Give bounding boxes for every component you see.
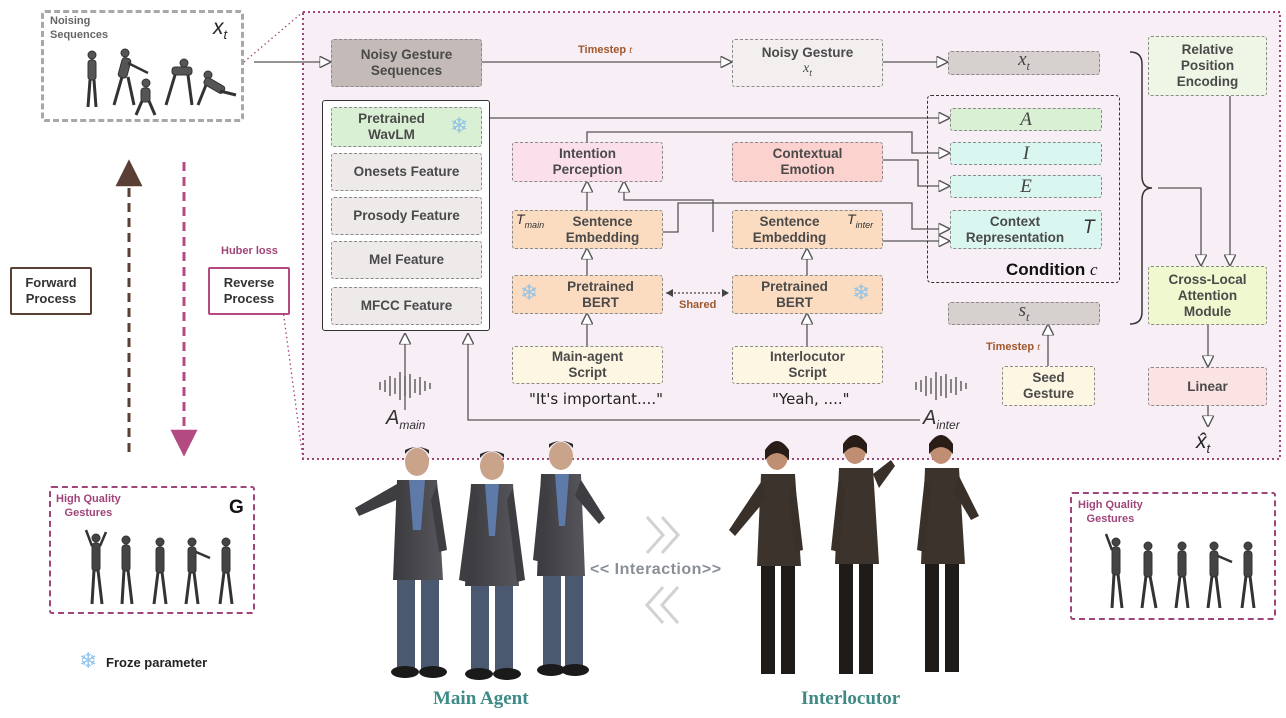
onsets-feature-box: Onesets Feature — [331, 153, 482, 191]
forward-process-box: Forward Process — [10, 267, 92, 315]
noising-sequences-label: Noising Sequences — [50, 15, 109, 41]
interaction-label: << Interaction>> — [590, 561, 722, 578]
snowflake-wavlm-icon: ❄ — [450, 114, 469, 139]
condition-e-bar: E — [950, 175, 1102, 198]
condition-t-label: T — [1083, 217, 1095, 238]
snowflake-bert-main-icon: ❄ — [520, 281, 539, 306]
condition-i-bar: I — [950, 142, 1102, 165]
relative-position-encoding-box: Relative Position Encoding — [1148, 36, 1267, 96]
a-inter-label: Ainter — [923, 407, 960, 432]
noisy-gesture-box: Noisy Gesture xt — [732, 39, 883, 87]
hq-gestures-right-label: High Quality Gestures — [1078, 499, 1143, 525]
froze-parameter-label: Froze parameter — [106, 655, 208, 670]
pretrained-bert-main-box: Pretrained BERT — [512, 275, 663, 314]
timestep-label-top: Timestep t — [578, 44, 633, 56]
x-hat-output-label: x̂t — [1196, 430, 1211, 457]
audio-wave-inter-icon — [915, 372, 967, 400]
sentence-embedding-inter-box: Sentence Embedding — [732, 210, 883, 249]
condition-box — [927, 95, 1120, 283]
snowflake-legend-icon: ❄ — [79, 649, 98, 674]
cross-local-attention-box: Cross-Local Attention Module — [1148, 266, 1267, 325]
main-agent-figures — [355, 441, 605, 680]
huber-loss-label: Huber loss — [221, 245, 278, 257]
st-bar: st — [948, 301, 1100, 325]
hq-gestures-left-label: High Quality Gestures — [56, 493, 121, 519]
interlocutor-script-box: Interlocutor Script — [732, 346, 883, 384]
hq-poses-right-illustration — [1104, 533, 1256, 609]
snowflake-bert-inter-icon: ❄ — [852, 281, 871, 306]
prosody-feature-box: Prosody Feature — [331, 197, 482, 235]
interaction-chevrons — [644, 516, 681, 624]
mfcc-feature-box: MFCC Feature — [331, 287, 482, 325]
interlocutor-figures — [729, 435, 979, 674]
interlocutor-label: Interlocutor — [801, 688, 901, 709]
main-agent-label: Main Agent — [433, 688, 529, 709]
intention-perception-box: Intention Perception — [512, 142, 663, 182]
noised-poses-illustration — [86, 48, 237, 116]
xt-top-label: xt — [213, 16, 228, 43]
sentence-embedding-main-box: Sentence Embedding — [512, 210, 663, 249]
a-main-label: Amain — [386, 407, 426, 432]
linear-box: Linear — [1148, 367, 1267, 406]
condition-label: Condition c — [1006, 260, 1098, 279]
audio-wave-main-icon — [379, 372, 431, 400]
noisy-gesture-sequences-box: Noisy Gesture Sequences — [331, 39, 482, 87]
contextual-emotion-box: Contextual Emotion — [732, 142, 883, 182]
xt-bar: xt — [948, 50, 1100, 75]
reverse-process-box: Reverse Process — [208, 267, 290, 315]
mel-feature-box: Mel Feature — [331, 241, 482, 279]
t-inter-label: Tinter — [847, 211, 874, 230]
quote-main: "It's important...." — [529, 390, 663, 408]
shared-label: Shared — [679, 299, 717, 311]
hq-poses-left-illustration — [84, 529, 234, 605]
pretrained-bert-inter-box: Pretrained BERT — [732, 275, 883, 314]
context-representation-box: Context Representation — [950, 210, 1102, 249]
t-main-label: Tmain — [516, 211, 545, 230]
pretrained-wavlm-box: Pretrained WavLM — [331, 107, 482, 147]
main-agent-script-box: Main-agent Script — [512, 346, 663, 384]
condition-a-bar: A — [950, 108, 1102, 131]
g-badge: G — [229, 497, 244, 518]
quote-inter: "Yeah, ...." — [772, 390, 850, 408]
seed-gesture-box: Seed Gesture — [1002, 366, 1095, 406]
timestep-label-seed: Timestep t — [986, 341, 1041, 353]
